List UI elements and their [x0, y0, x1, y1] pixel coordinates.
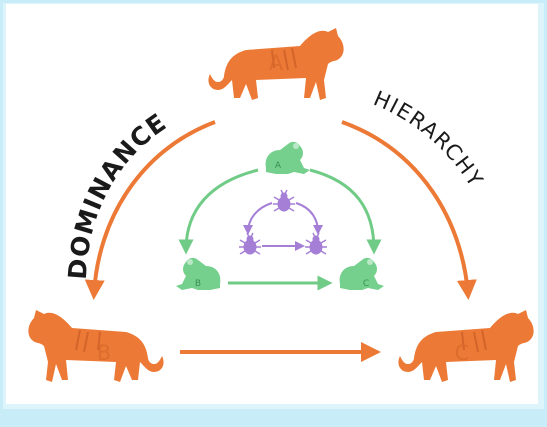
tiger-b-label: B: [97, 341, 111, 365]
arrow-frog-a-to-b: [178, 168, 259, 255]
hierarchy-word: HIERARCHY: [370, 86, 488, 191]
frog-c-label: C: [363, 279, 369, 289]
frog-a-label: A: [275, 161, 282, 171]
beetle-a: [272, 189, 296, 212]
tiger-a-label: A: [269, 51, 284, 75]
tiger-c-label: C: [455, 341, 470, 365]
hierarchy-word-text: HIERARCHY: [370, 86, 487, 191]
arrow-beetle-a-to-b: [243, 202, 273, 235]
tiger-a: A: [207, 27, 345, 101]
beetle-c: [304, 232, 328, 255]
dominance-word-text: DOMINANCE: [63, 107, 171, 280]
frog-b-label: B: [195, 279, 201, 289]
arrow-beetle-a-to-c: [295, 202, 323, 235]
frog-c: [339, 257, 384, 290]
arrow-tiger-a-to-b: [84, 120, 216, 300]
beetle-b: [238, 232, 262, 255]
arrow-tiger-a-to-c: [341, 120, 477, 300]
dominance-word: DOMINANCE: [63, 107, 172, 280]
frog-a: [265, 141, 310, 174]
arrow-frog-a-to-c: [309, 168, 382, 255]
